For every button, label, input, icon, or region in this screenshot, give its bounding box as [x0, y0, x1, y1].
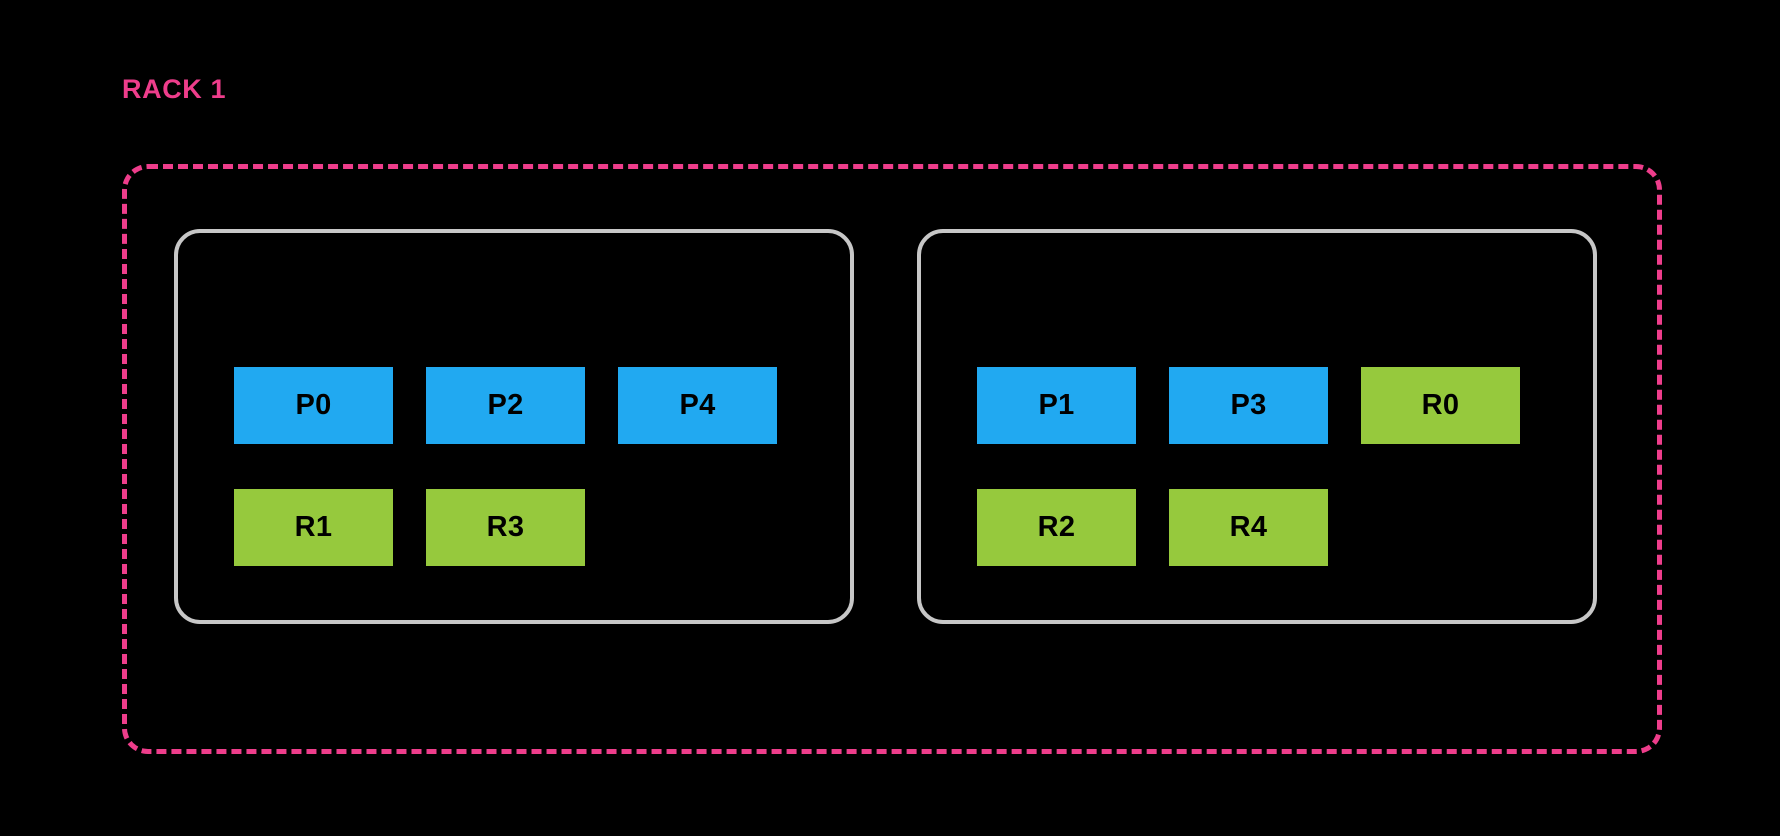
chip-label: P2: [487, 389, 524, 421]
broker-left-row-replicas: R1 R3: [234, 489, 585, 566]
chip-label: P0: [295, 389, 332, 421]
broker-box-left: P0 P2 P4 R1 R3: [174, 229, 854, 624]
chip-r2[interactable]: R2: [977, 489, 1136, 566]
chip-p0[interactable]: P0: [234, 367, 393, 444]
chip-p4[interactable]: P4: [618, 367, 777, 444]
chip-r1[interactable]: R1: [234, 489, 393, 566]
chip-p2[interactable]: P2: [426, 367, 585, 444]
chip-label: R3: [486, 511, 525, 543]
chip-p1[interactable]: P1: [977, 367, 1136, 444]
broker-group: P0 P2 P4 R1 R3: [127, 169, 1657, 749]
chip-r0[interactable]: R0: [1361, 367, 1520, 444]
broker-box-right: P1 P3 R0 R2 R4: [917, 229, 1597, 624]
broker-right-row-replicas: R2 R4: [977, 489, 1328, 566]
chip-label: P1: [1038, 389, 1075, 421]
chip-label: P3: [1230, 389, 1267, 421]
broker-right-row-partitions: P1 P3 R0: [977, 367, 1520, 444]
chip-label: P4: [679, 389, 716, 421]
chip-r3[interactable]: R3: [426, 489, 585, 566]
broker-left-row-partitions: P0 P2 P4: [234, 367, 777, 444]
chip-r4[interactable]: R4: [1169, 489, 1328, 566]
chip-label: R4: [1229, 511, 1268, 543]
rack-label: RACK 1: [122, 74, 227, 104]
chip-p3[interactable]: P3: [1169, 367, 1328, 444]
chip-label: R0: [1421, 389, 1460, 421]
chip-label: R1: [294, 511, 333, 543]
rack-container: P0 P2 P4 R1 R3: [122, 164, 1662, 754]
chip-label: R2: [1037, 511, 1076, 543]
